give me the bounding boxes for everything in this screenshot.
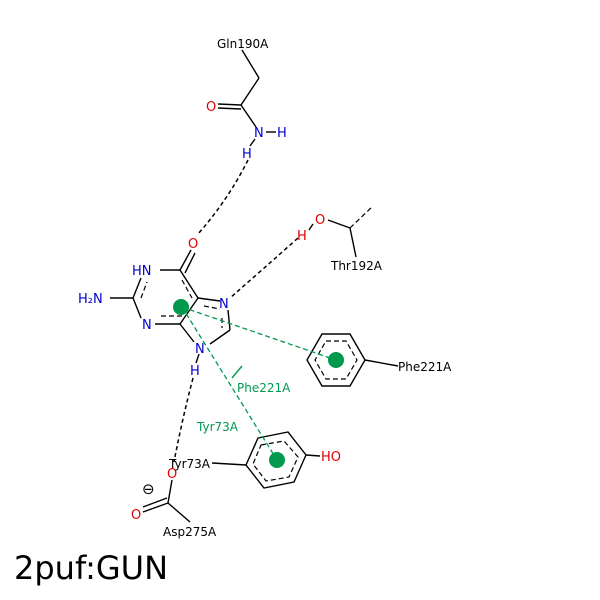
atom-n7-ligand: N	[219, 297, 229, 312]
atom-o-asp-1: O	[167, 467, 177, 482]
residue-label-gln190: Gln190A	[217, 37, 269, 51]
interaction-label-phe221: Phe221A	[237, 381, 291, 395]
atom-h-gln: H	[277, 126, 287, 141]
charge-minus-icon: ⊖	[142, 480, 155, 498]
atom-labels: O N H H O H O HN H₂N N N N H HO O O ⊖	[78, 100, 341, 523]
pi-stack-tyr73	[181, 306, 278, 461]
atom-o-ligand: O	[188, 237, 198, 252]
residue-label-tyr73: Tyr73A	[168, 457, 211, 471]
hbond-gln-nh-to-carbonyl	[197, 159, 249, 235]
gln190-residue	[217, 49, 276, 147]
atom-n9-ligand: N	[195, 342, 205, 357]
atom-n3-ligand: N	[142, 318, 152, 333]
hydrogen-bonds	[173, 159, 299, 463]
pi-stack-phe221	[181, 306, 337, 361]
atom-nh2-ligand: H₂N	[78, 292, 103, 307]
interaction-label-tyr73: Tyr73A	[196, 420, 239, 434]
thr192-residue	[308, 205, 374, 258]
asp275-residue	[142, 479, 191, 523]
atom-h-gln-nh: H	[242, 147, 252, 162]
atom-o-thr: O	[315, 213, 325, 228]
residue-label-thr192: Thr192A	[330, 259, 383, 273]
ring-centroid-tyr73	[269, 452, 285, 468]
atom-h9-ligand: H	[190, 364, 200, 379]
hbond-thr-oh-to-n7	[229, 237, 299, 299]
hbond-n9h-to-asp	[173, 377, 194, 463]
residue-labels: Gln190A Thr192A Phe221A Tyr73A Asp275A	[163, 37, 452, 539]
pi-interactions	[173, 299, 344, 468]
atom-n-gln: N	[254, 126, 264, 141]
atom-o-asp-2: O	[131, 508, 141, 523]
ring-centroid-ligand	[173, 299, 189, 315]
residue-label-asp275: Asp275A	[163, 525, 217, 539]
tyr73-residue	[211, 431, 321, 489]
structure-title: 2puf:GUN	[14, 549, 169, 587]
atom-o-gln: O	[206, 100, 216, 115]
interaction-labels: Phe221A Tyr73A	[196, 381, 291, 434]
ring-centroid-phe221	[328, 352, 344, 368]
atom-h-thr: H	[297, 229, 307, 244]
atom-ho-tyr: HO	[321, 450, 341, 465]
ligand-guanine	[110, 249, 231, 364]
residue-label-phe221: Phe221A	[398, 360, 452, 374]
atom-nh-ligand: HN	[132, 264, 152, 279]
phe221-residue	[306, 333, 399, 387]
